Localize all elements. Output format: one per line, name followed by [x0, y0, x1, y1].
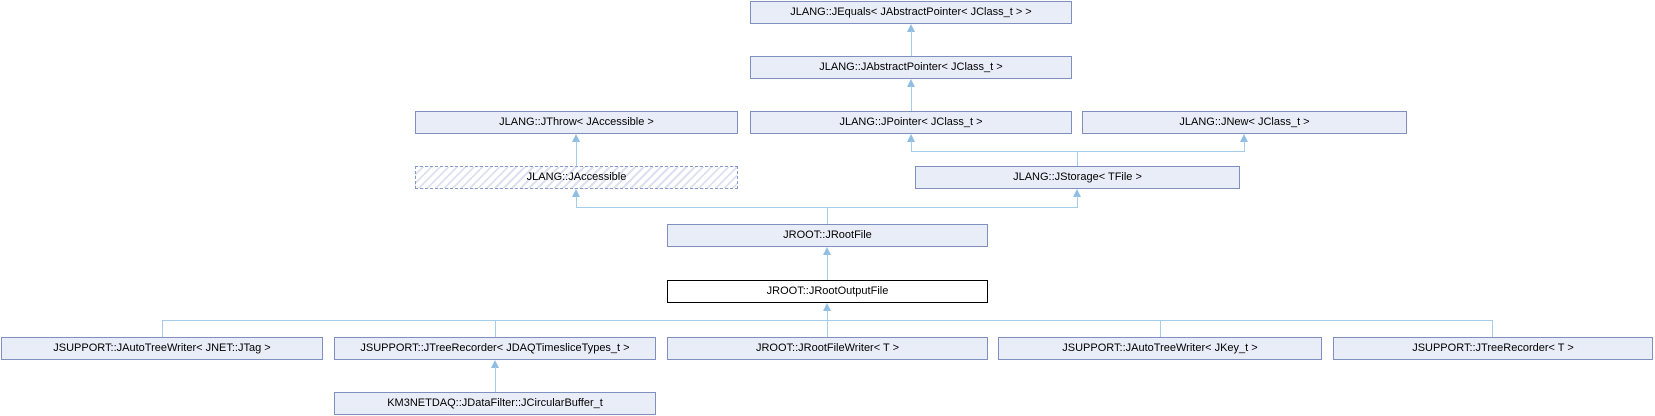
inheritance-edge-line [1244, 141, 1245, 151]
inheritance-edge-line [495, 320, 496, 337]
inheritance-edge-line [1160, 320, 1161, 337]
arrowhead-up [1240, 134, 1248, 142]
class-node-jstorage[interactable]: JLANG::JStorage< TFile > [915, 166, 1240, 189]
class-node-jaccessible: JLANG::JAccessible [415, 166, 738, 189]
class-node-jequals[interactable]: JLANG::JEquals< JAbstractPointer< JClass… [750, 1, 1072, 24]
class-node-jrootfilewriter[interactable]: JROOT::JRootFileWriter< T > [667, 337, 988, 360]
inheritance-edge-line [576, 141, 577, 166]
class-node-jabstractpointer[interactable]: JLANG::JAbstractPointer< JClass_t > [750, 56, 1072, 79]
inheritance-edge-line [911, 86, 912, 111]
inheritance-edge-line [827, 254, 828, 280]
inheritance-edge-line [1492, 320, 1493, 337]
class-node-jrootoutputfile-current: JROOT::JRootOutputFile [667, 280, 988, 303]
inheritance-edge-line [1077, 151, 1078, 166]
arrowhead-up [1073, 189, 1081, 197]
class-node-jpointer[interactable]: JLANG::JPointer< JClass_t > [750, 111, 1072, 134]
class-node-jrootfile[interactable]: JROOT::JRootFile [667, 224, 988, 247]
inheritance-edge-line [1077, 196, 1078, 207]
arrowhead-up [907, 134, 915, 142]
inheritance-edge-line [576, 196, 577, 207]
class-node-jtreerecorder-t[interactable]: JSUPPORT::JTreeRecorder< T > [1333, 337, 1653, 360]
arrowhead-up [823, 303, 831, 311]
class-node-jnew[interactable]: JLANG::JNew< JClass_t > [1082, 111, 1407, 134]
arrowhead-up [907, 24, 915, 32]
class-node-jautotreewriter-jkey[interactable]: JSUPPORT::JAutoTreeWriter< JKey_t > [998, 337, 1322, 360]
class-node-jcircularbuffer[interactable]: KM3NETDAQ::JDataFilter::JCircularBuffer_… [334, 392, 656, 415]
class-node-jthrow[interactable]: JLANG::JThrow< JAccessible > [415, 111, 738, 134]
arrowhead-up [491, 360, 499, 368]
inheritance-edge-line [911, 31, 912, 56]
class-node-jtreerecorder-jdaqtimeslicetypes[interactable]: JSUPPORT::JTreeRecorder< JDAQTimesliceTy… [334, 337, 656, 360]
class-node-jautotreewriter-jtag[interactable]: JSUPPORT::JAutoTreeWriter< JNET::JTag > [1, 337, 323, 360]
inheritance-edge-line [162, 320, 1493, 321]
inheritance-edge-line [911, 151, 1245, 152]
inheritance-edge-line [495, 367, 496, 392]
inheritance-edge-line [827, 207, 828, 224]
arrowhead-up [572, 134, 580, 142]
arrowhead-up [572, 189, 580, 197]
inheritance-edge-line [911, 141, 912, 151]
inheritance-edge-line [162, 320, 163, 337]
arrowhead-up [907, 79, 915, 87]
inheritance-edge-line [827, 310, 828, 337]
arrowhead-up [823, 247, 831, 255]
